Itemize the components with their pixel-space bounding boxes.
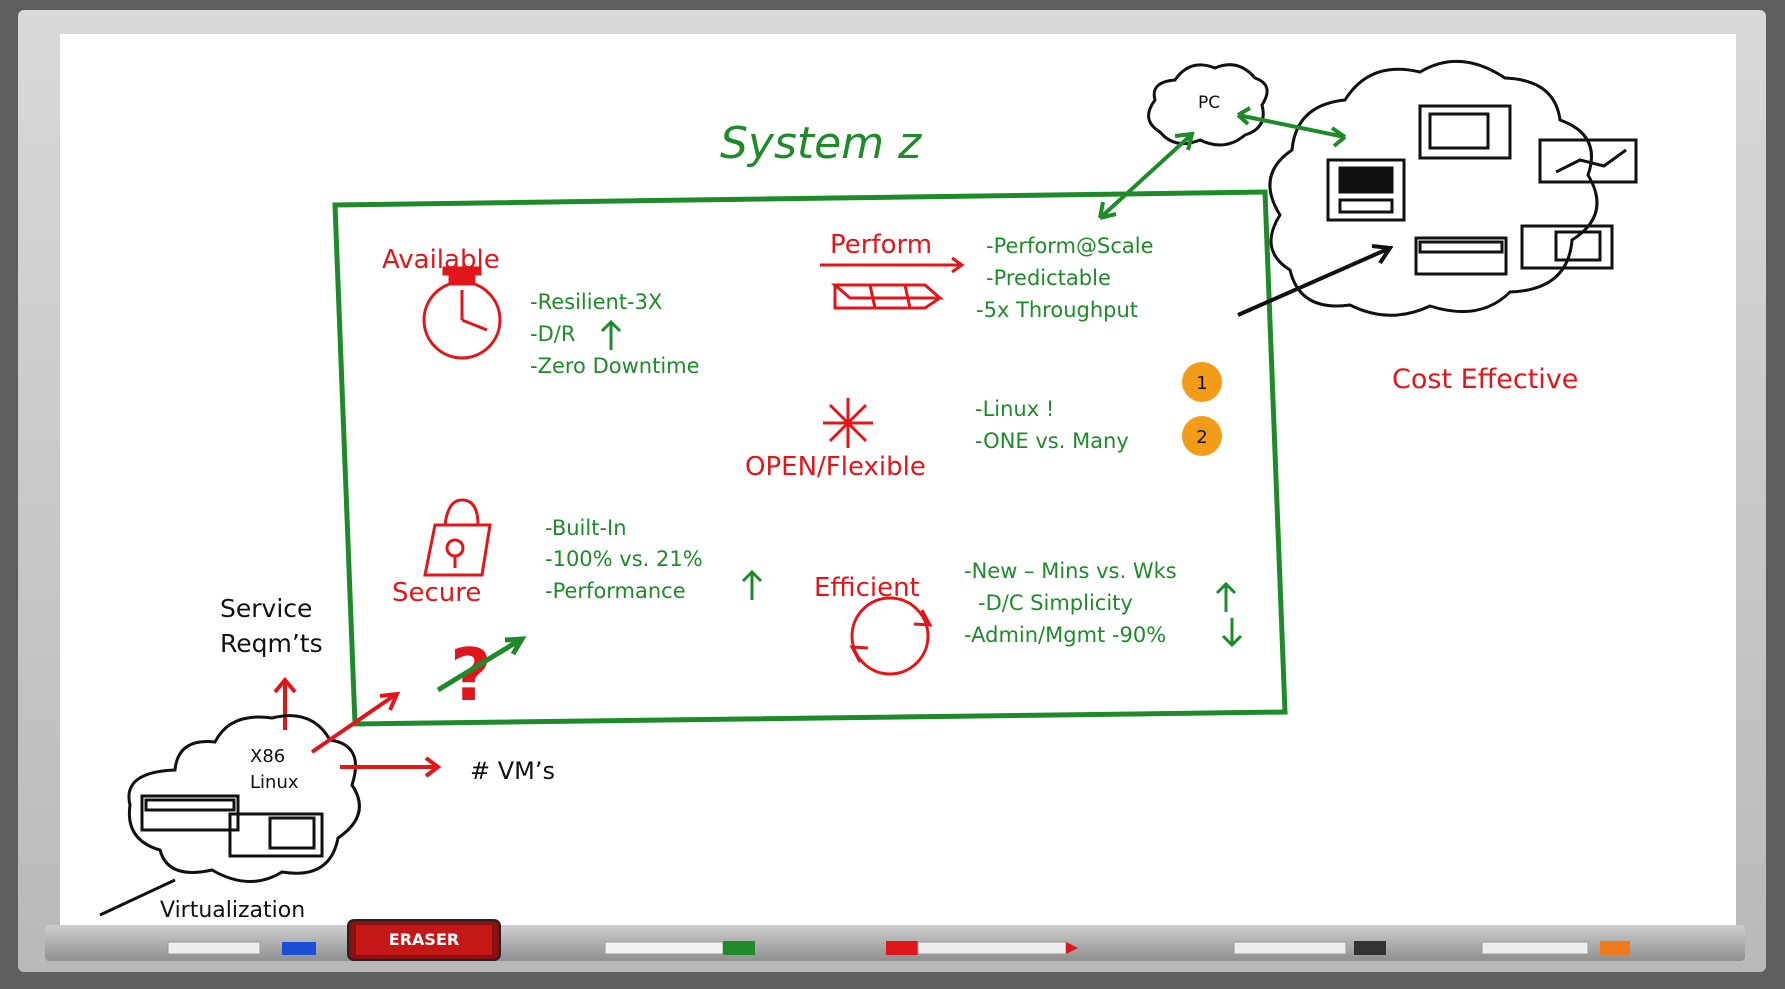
green-marker <box>604 941 755 955</box>
pc-to-cloud-arrow <box>1236 106 1347 148</box>
whiteboard-surface <box>60 34 1736 934</box>
x86-linux-cloud <box>127 714 361 883</box>
cycle-icon <box>849 596 933 676</box>
chart-screen-icon <box>1538 138 1638 184</box>
open-line-2: -ONE vs. Many <box>975 429 1129 453</box>
question-mark-icon: ? <box>450 633 492 717</box>
stopwatch-icon <box>422 266 502 360</box>
badge-2-label: 2 <box>1196 427 1207 448</box>
available-title: Available <box>382 245 500 275</box>
virtualization-label: Virtualization <box>160 898 305 923</box>
rack-icon <box>140 794 240 832</box>
eraser: ERASER <box>347 919 501 961</box>
up-arrow-icon <box>1215 581 1237 612</box>
data-center-cloud <box>1268 59 1599 317</box>
secure-line-2: -100% vs. 21% <box>545 547 703 571</box>
x86-label-line-2: Linux <box>250 772 299 793</box>
system-z-box <box>332 189 1288 727</box>
rack-icon <box>1414 236 1508 276</box>
storage-icon <box>1520 224 1614 270</box>
down-arrow-icon <box>1221 618 1243 648</box>
green-arrow-icon <box>436 636 527 693</box>
efficient-line-3: -Admin/Mgmt -90% <box>964 623 1166 647</box>
x86-label-line-1: X86 <box>250 746 285 767</box>
available-line-1: -Resilient-3X <box>530 290 662 314</box>
up-arrow-icon <box>600 319 622 350</box>
monitor-icon <box>1418 104 1512 160</box>
vms-label: # VM’s <box>470 757 555 785</box>
secure-line-3: -Performance <box>545 579 686 603</box>
eraser-label: ERASER <box>389 930 459 949</box>
pc-to-box-arrow <box>1098 131 1195 220</box>
pc-cloud-label: PC <box>1198 93 1220 113</box>
secure-line-1: -Built-In <box>545 516 627 540</box>
badge-2: 2 <box>1182 416 1222 456</box>
available-line-3: -Zero Downtime <box>530 354 700 378</box>
service-arrow-icon <box>273 676 297 730</box>
vms-arrow-icon <box>340 756 442 778</box>
open-star-icon <box>823 398 873 448</box>
x86-to-box-arrow <box>310 691 401 754</box>
box-to-cloud-arrow <box>1237 244 1394 317</box>
efficient-line-1: -New – Mins vs. Wks <box>964 559 1177 583</box>
red-marker <box>886 941 1078 955</box>
available-line-2: -D/R <box>530 322 575 346</box>
perform-line-1: -Perform@Scale <box>986 234 1154 258</box>
perform-title: Perform <box>830 230 932 260</box>
perform-line-2: -Predictable <box>986 266 1111 290</box>
open-line-1: -Linux ! <box>975 397 1054 421</box>
efficient-title: Efficient <box>814 573 920 603</box>
badge-1: 1 <box>1182 362 1222 402</box>
blue-marker <box>167 941 316 955</box>
virtualization-pointer <box>99 878 176 917</box>
server-icon <box>228 812 324 858</box>
secure-title: Secure <box>392 578 481 608</box>
title: System z <box>720 118 922 169</box>
cost-effective-label: Cost Effective <box>1392 364 1578 395</box>
service-label-line-1: Service <box>220 594 312 623</box>
orange-marker <box>1481 941 1630 955</box>
badge-1-label: 1 <box>1196 373 1207 394</box>
service-label-line-2: Reqm’ts <box>220 629 323 658</box>
lock-bag-icon <box>423 498 492 577</box>
pc-cloud <box>1147 63 1269 147</box>
black-marker <box>1233 941 1386 955</box>
efficient-line-2: -D/C Simplicity <box>978 591 1133 615</box>
open-flexible-title: OPEN/Flexible <box>745 452 926 482</box>
perform-line-3: -5x Throughput <box>976 298 1138 322</box>
server-icon <box>1326 158 1406 222</box>
up-arrow-icon <box>741 569 763 600</box>
fast-box-icon <box>820 256 965 310</box>
